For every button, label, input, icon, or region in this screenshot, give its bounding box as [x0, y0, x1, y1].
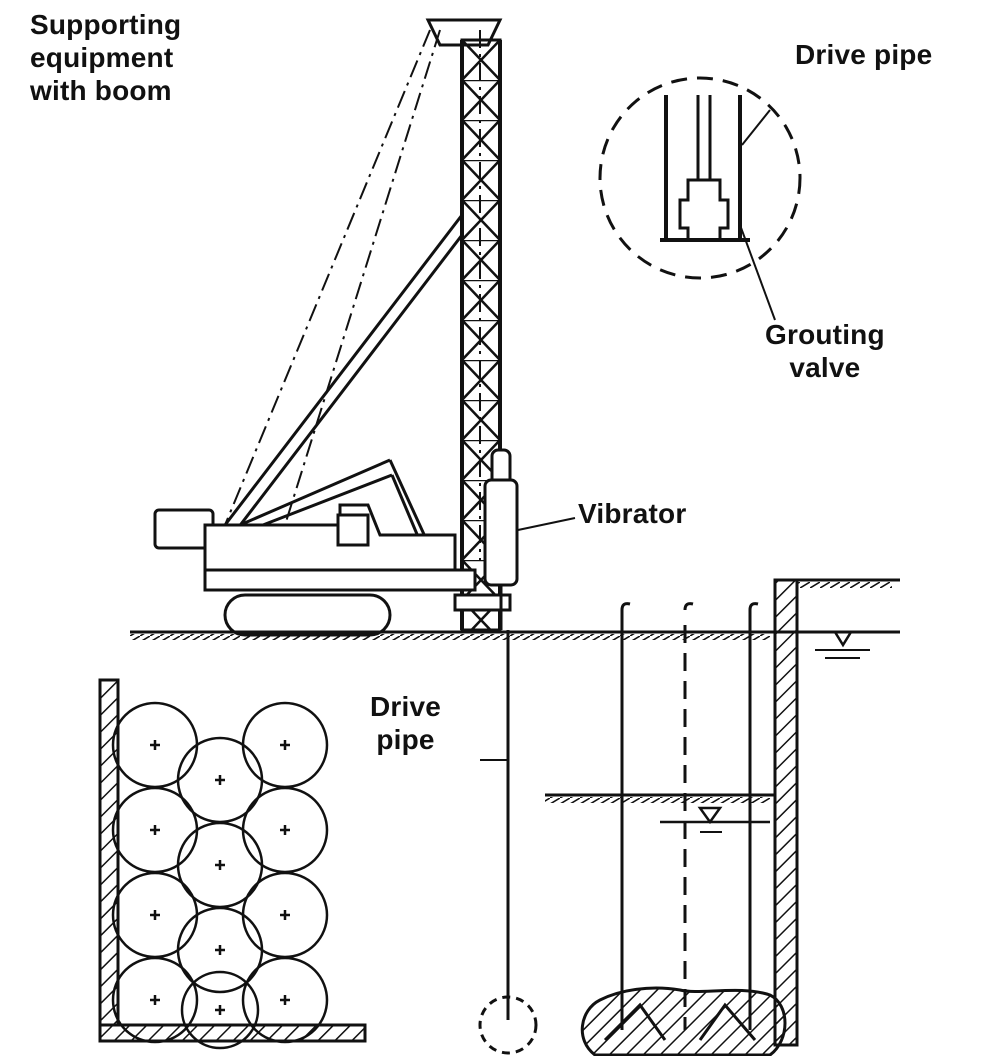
crawler-rig — [153, 503, 512, 637]
section-view — [545, 578, 900, 1056]
vibrator-label: Vibrator — [578, 498, 687, 529]
drive-pipe-top-label: Drive pipe — [795, 39, 933, 70]
ground-surface — [130, 630, 900, 640]
supporting-equipment-label: Supporting equipment with boom — [30, 9, 182, 106]
stay-cables — [224, 29, 481, 560]
grouting-valve-detail — [598, 76, 802, 321]
vibrator-leader — [517, 517, 576, 531]
drive-pipe-shaft — [478, 630, 538, 1055]
grout-column-plan — [98, 678, 367, 1050]
vibrator-unit — [483, 448, 519, 630]
grouting-valve-label: Grouting valve — [765, 319, 885, 383]
drive-pipe-mid-label: Drive pipe — [370, 691, 442, 755]
